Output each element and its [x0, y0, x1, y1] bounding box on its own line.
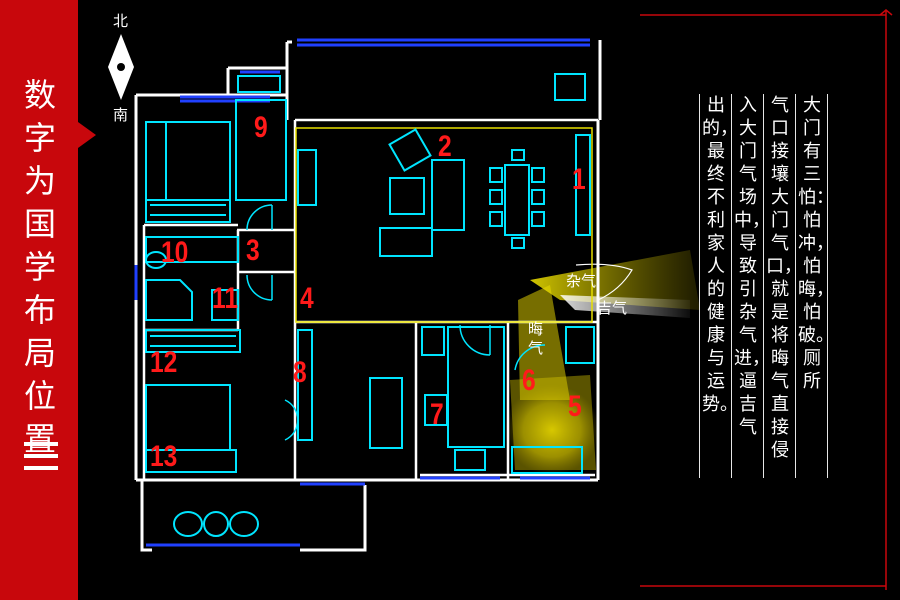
banner-title: 数字为国学布局位置 [23, 76, 56, 458]
section-number-badge [24, 442, 58, 478]
room-number-10: 10 [161, 236, 189, 269]
room-number-12: 12 [150, 346, 178, 379]
compass-north: 北 [113, 12, 129, 30]
banner-pointer [78, 122, 96, 148]
room-number-13: 13 [150, 440, 178, 473]
description-column-1: 大门有三怕：怕冲，怕晦，怕破。厕所 [798, 95, 834, 392]
qi-flow-overlay [504, 250, 700, 475]
room-number-3: 3 [246, 234, 260, 267]
feng-shui-description: 出的，最终不利家人的健康与运势。 入大门气场中，导致引杂气进，逼吉气 气口接壤大… [699, 94, 889, 478]
room-number-8: 8 [293, 356, 307, 389]
living-zone-outline [295, 127, 593, 323]
description-column-4: 出的，最终不利家人的健康与运势。 [702, 95, 738, 415]
door-swings [246, 204, 546, 441]
room-number-6: 6 [522, 364, 536, 397]
windows [134, 38, 590, 547]
compass-needle [108, 34, 134, 100]
title-banner [0, 0, 78, 600]
room-number-7: 7 [430, 398, 444, 431]
room-number-2: 2 [438, 130, 452, 163]
room-number-4: 4 [300, 282, 314, 315]
description-column-3: 入大门气场中，导致引杂气进，逼吉气 [734, 95, 770, 438]
description-column-2: 气口接壤大门气口，就是将晦气直接侵 [766, 95, 802, 461]
qi-label-auspicious: 吉气 [597, 299, 628, 317]
room-number-5: 5 [568, 390, 582, 423]
furniture [145, 73, 595, 537]
room-number-11: 11 [212, 282, 239, 315]
room-number-9: 9 [254, 111, 268, 144]
compass-south: 南 [113, 106, 129, 124]
room-number-1: 1 [572, 163, 586, 196]
qi-label-dark: 晦气 [528, 320, 544, 357]
qi-label-mixed: 杂气 [566, 272, 597, 290]
